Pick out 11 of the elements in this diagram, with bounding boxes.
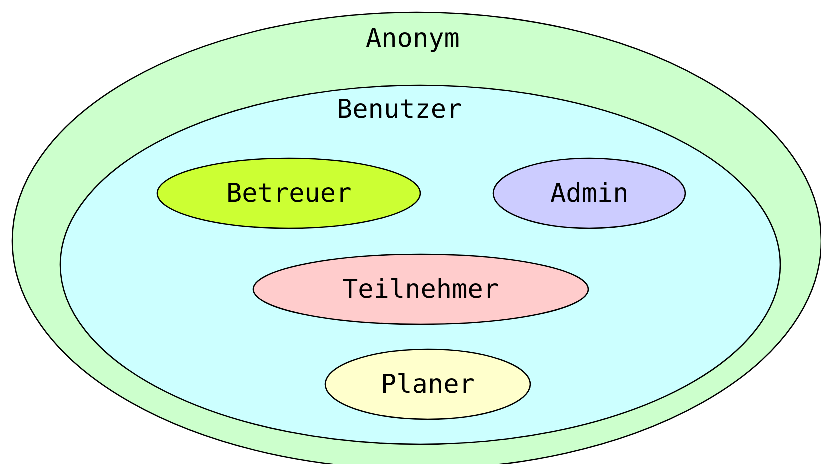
- node-label: Planer: [381, 372, 475, 398]
- node-label: Anonym: [366, 26, 460, 52]
- ellipse-node: [60, 85, 781, 445]
- node-label: Teilnehmer: [342, 276, 500, 302]
- node-label: Betreuer: [226, 180, 352, 206]
- ellipse-node: [493, 158, 686, 229]
- ellipse-node: [253, 254, 589, 325]
- node-label: Admin: [550, 180, 629, 206]
- ellipse-node: [325, 349, 531, 420]
- ellipse-node: [157, 158, 421, 229]
- node-label: Benutzer: [337, 97, 462, 123]
